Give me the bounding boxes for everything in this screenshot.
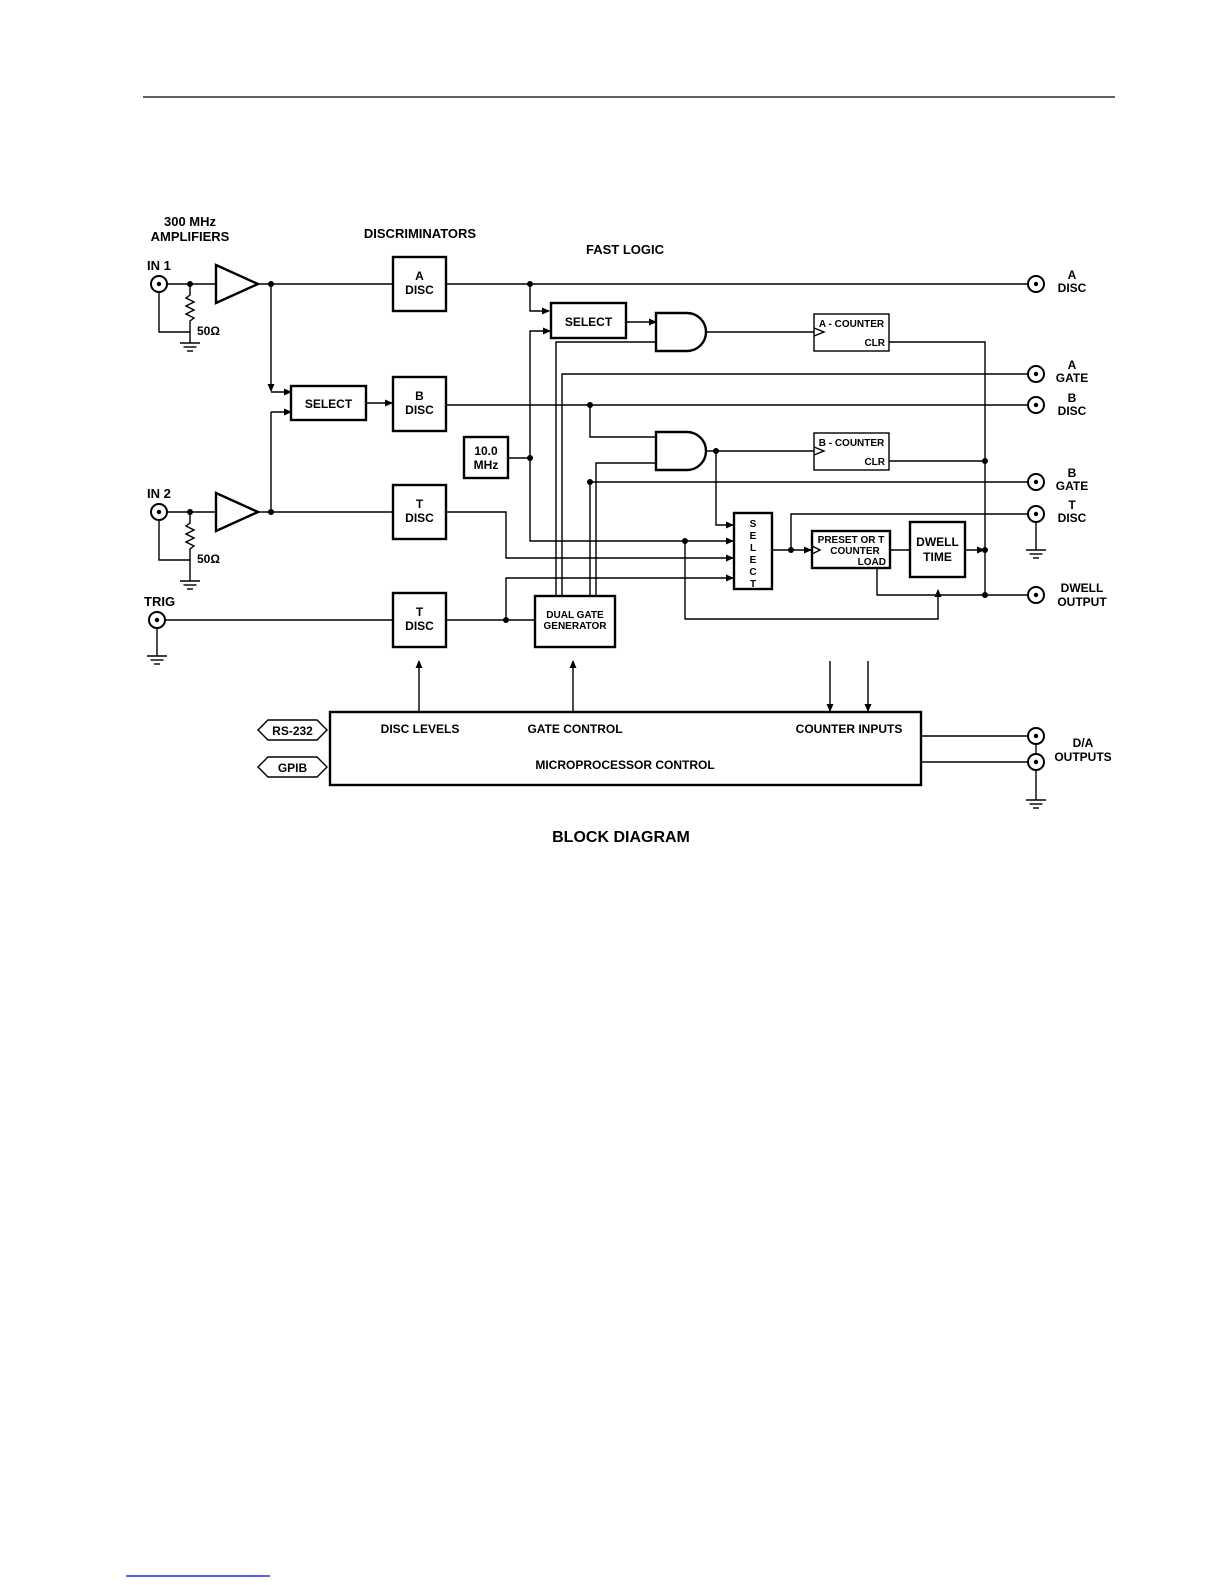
svg-text:E: E [750,555,757,566]
svg-text:GATE: GATE [1056,371,1088,385]
select-fast-block: SELECT [549,301,628,340]
svg-text:SELECT: SELECT [565,315,613,329]
svg-text:GPIB: GPIB [278,761,308,775]
svg-text:DISC: DISC [1058,511,1087,525]
b-disc-output: B DISC [1027,391,1087,418]
select-vertical-block: S E L E C T [732,511,774,591]
svg-text:T: T [416,605,424,619]
svg-text:D/A: D/A [1073,736,1094,750]
svg-text:B: B [415,389,424,403]
svg-text:C: C [749,567,756,578]
gpib-port: GPIB [257,756,328,778]
in2-label: IN 2 [147,486,171,501]
and-gate-a [654,311,708,353]
ohm-label-1: 50Ω [197,324,220,338]
svg-text:DISC: DISC [405,619,434,633]
svg-text:TIME: TIME [923,550,952,564]
dwell-output: DWELL OUTPUT [1027,581,1107,609]
svg-text:A: A [1068,268,1077,282]
svg-text:PRESET OR T: PRESET OR T [818,535,885,546]
svg-text:GENERATOR: GENERATOR [544,621,608,632]
svg-text:DISC: DISC [1058,404,1087,418]
in1-connector [150,275,168,293]
svg-text:COUNTER INPUTS: COUNTER INPUTS [796,722,903,736]
in2-connector [150,503,168,521]
and-gate-b [654,430,708,472]
t-disc-output: T DISC [1026,498,1087,559]
svg-text:GATE CONTROL: GATE CONTROL [527,722,622,736]
svg-text:CLR: CLR [864,338,885,349]
resistor-1 [184,284,196,343]
da-outputs: D/A OUTPUTS [1026,727,1112,809]
svg-text:GATE: GATE [1056,479,1088,493]
fast-logic-title: FAST LOGIC [586,242,665,257]
select-input-block: SELECT [289,384,368,422]
trig-label: TRIG [144,594,175,609]
svg-text:MHz: MHz [474,458,499,472]
ground-icon [180,342,200,352]
t-disc-block: T DISC [391,483,448,541]
svg-text:T: T [1068,498,1076,512]
amplifier-1 [214,263,261,305]
a-disc-block: A DISC [391,255,448,313]
svg-text:RS-232: RS-232 [272,724,313,738]
clock-10mhz-block: 10.0 MHz [462,435,510,480]
svg-text:LOAD: LOAD [858,557,886,568]
rs232-port: RS-232 [257,719,328,741]
svg-text:T: T [416,497,424,511]
svg-text:OUTPUTS: OUTPUTS [1054,750,1111,764]
preset-counter-block: PRESET OR T COUNTER LOAD [810,529,892,570]
svg-text:COUNTER: COUNTER [830,546,880,557]
trig-disc-block: T DISC [391,591,448,649]
a-counter-block: A - COUNTER CLR [813,313,890,352]
svg-text:OUTPUT: OUTPUT [1057,595,1107,609]
svg-text:T: T [750,579,756,590]
a-disc-output: A DISC [1027,268,1087,295]
amp-title-1: 300 MHz [164,214,217,229]
ground-icon [180,580,200,590]
svg-text:B: B [1068,391,1077,405]
svg-text:E: E [750,531,757,542]
svg-text:DISC: DISC [405,403,434,417]
dual-gate-generator-block: DUAL GATE GENERATOR [533,594,617,649]
in1-label: IN 1 [147,258,171,273]
amplifier-2 [214,491,261,533]
svg-text:L: L [750,543,756,554]
svg-text:10.0: 10.0 [474,444,498,458]
svg-text:DWELL: DWELL [916,535,959,549]
svg-text:DISC: DISC [405,283,434,297]
svg-text:A: A [1068,358,1077,372]
trig-connector [148,611,166,629]
amp-title-2: AMPLIFIERS [151,229,230,244]
svg-text:DUAL GATE: DUAL GATE [546,610,604,621]
svg-text:DISC: DISC [405,511,434,525]
discriminators-title: DISCRIMINATORS [364,226,477,241]
b-disc-block: B DISC [391,375,448,433]
microprocessor-control-block: DISC LEVELS GATE CONTROL COUNTER INPUTS … [328,710,923,787]
b-counter-block: B - COUNTER CLR [813,432,890,471]
diagram-caption: BLOCK DIAGRAM [552,829,690,846]
b-gate-output: B GATE [1027,466,1088,493]
dwell-time-block: DWELL TIME [908,520,967,579]
resistor-2 [184,512,196,581]
svg-text:DISC: DISC [1058,281,1087,295]
svg-text:CLR: CLR [864,457,885,468]
svg-text:B - COUNTER: B - COUNTER [819,438,885,449]
svg-text:DWELL: DWELL [1061,581,1104,595]
ground-icon [147,655,167,665]
svg-text:DISC LEVELS: DISC LEVELS [381,722,460,736]
svg-text:A: A [415,269,424,283]
svg-text:S: S [750,519,757,530]
svg-text:MICROPROCESSOR CONTROL: MICROPROCESSOR CONTROL [535,758,714,772]
a-gate-output: A GATE [1027,358,1088,385]
svg-text:A - COUNTER: A - COUNTER [819,319,885,330]
ohm-label-2: 50Ω [197,552,220,566]
svg-text:B: B [1068,466,1077,480]
svg-text:SELECT: SELECT [305,397,353,411]
